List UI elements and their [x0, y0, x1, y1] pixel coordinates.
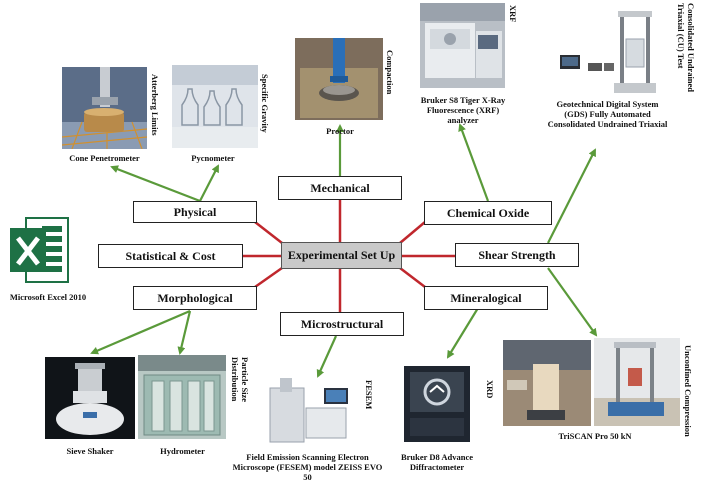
morphological-box: Morphological [133, 286, 257, 310]
cu-test-label: Consolidated Undrained Triaxial (CU) Tes… [676, 3, 696, 93]
proctor-image [295, 38, 383, 120]
xrf-analyzer-image [420, 3, 505, 88]
hydrometer-caption: Hydrometer [160, 446, 205, 456]
gds-triaxial-image [554, 5, 674, 97]
arrow-to-hydrometer [177, 310, 192, 355]
statistical-cost-box: Statistical & Cost [98, 244, 243, 268]
arrow-to-unconfined [547, 267, 598, 337]
arrow-to-xrf [458, 123, 490, 202]
arrow-to-pycnometer [199, 164, 219, 202]
xrf-label: XRF [508, 5, 518, 23]
excel-logo [8, 214, 70, 286]
excel-caption: Microsoft Excel 2010 [9, 292, 87, 302]
fesem-caption: Field Emission Scanning Electron Microsc… [232, 452, 383, 482]
sieve-shaker-image [45, 357, 135, 439]
fesem-image [260, 378, 360, 446]
arrow-to-fesem [316, 335, 338, 378]
triscan-caption: TriSCAN Pro 50 kN [558, 431, 632, 441]
fesem-label: FESEM [364, 380, 374, 410]
xrf-analyzer-caption: Bruker S8 Tiger X-Ray Fluorescence (XRF)… [420, 95, 506, 125]
red-line-morphological [254, 266, 283, 289]
pycnometer-caption: Pycnometer [191, 153, 235, 163]
chemical-oxide-box: Chemical Oxide [424, 201, 552, 225]
proctor-caption: Proctor [326, 126, 354, 136]
particle-size-label: Particle Size Distribution [230, 357, 250, 403]
red-line-physical [254, 221, 283, 244]
xrd-diffractometer-image [392, 362, 482, 444]
arrow-to-xrd [446, 307, 479, 359]
pycnometer-image [172, 65, 258, 148]
triscan-machine-image [594, 338, 680, 426]
arrow-to-sieve [90, 309, 191, 355]
cone-penetrometer-image [62, 67, 147, 149]
physical-box: Physical [133, 201, 257, 223]
red-line-chemical [399, 221, 426, 244]
atterberg-limits-label: Atterberg Limits [150, 74, 160, 136]
mineralogical-box: Mineralogical [424, 286, 548, 310]
experimental-setup-box: Experimental Set Up [281, 242, 402, 269]
cone-penetrometer-caption: Cone Penetrometer [69, 153, 140, 163]
red-line-mineralogical [399, 267, 426, 288]
hydrometer-image [138, 355, 226, 439]
specific-gravity-label: Specific Gravity [260, 74, 270, 133]
arrow-to-cone [110, 165, 201, 203]
microstructural-box: Microstructural [280, 312, 404, 336]
gds-caption: Geotechnical Digital System (GDS) Fully … [547, 99, 668, 129]
compaction-label: Compaction [385, 50, 395, 95]
shear-strength-box: Shear Strength [455, 243, 579, 267]
xrd-caption: Bruker D8 Advance Diffractometer [400, 452, 474, 472]
mechanical-box: Mechanical [278, 176, 402, 200]
unconfined-compression-label: Unconfined Compression [683, 345, 693, 437]
arrow-to-gds [547, 148, 596, 244]
xrd-label: XRD [485, 380, 495, 399]
triscan-sample-image [503, 340, 591, 426]
sieve-shaker-caption: Sieve Shaker [66, 446, 114, 456]
